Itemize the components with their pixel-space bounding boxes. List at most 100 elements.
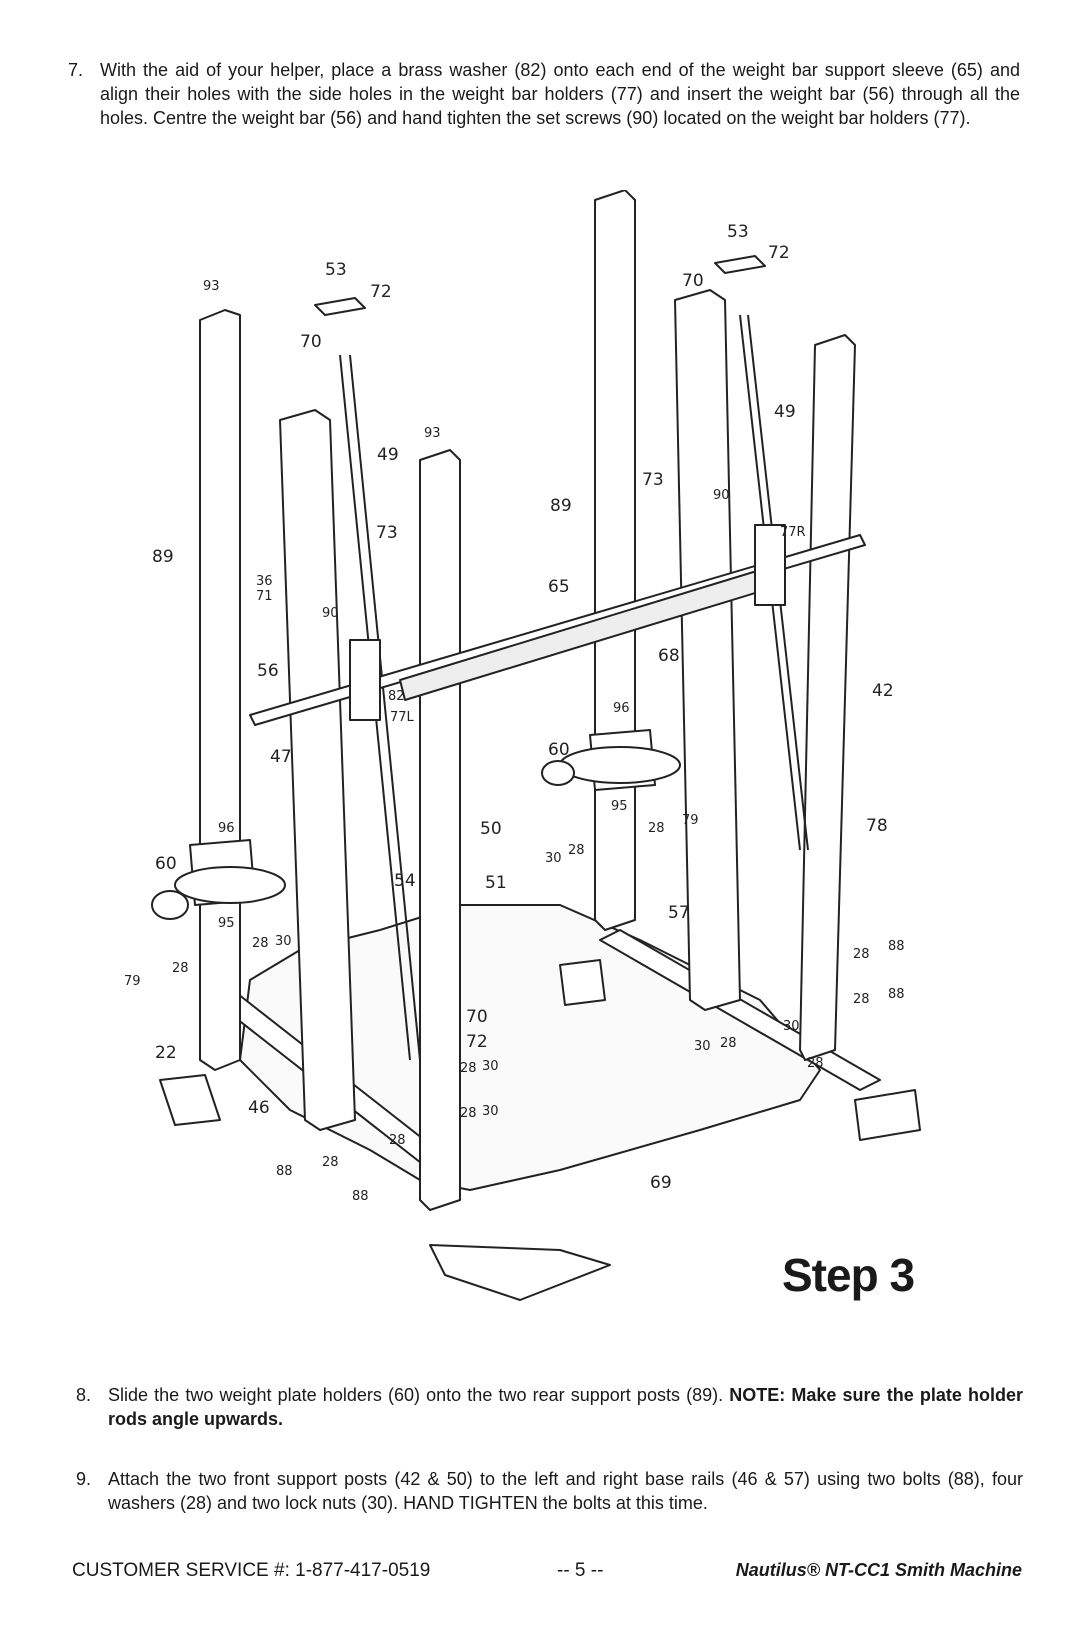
customer-service-number: CUSTOMER SERVICE #: 1-877-417-0519	[72, 1560, 431, 1581]
callout-69: 69	[650, 1173, 672, 1193]
callout-28: 28	[648, 821, 665, 836]
step-8-text: Slide the two weight plate holders (60) …	[108, 1385, 724, 1405]
callout-53: 53	[325, 260, 347, 280]
page-footer: CUSTOMER SERVICE #: 1-877-417-0519 -- 5 …	[72, 1560, 1022, 1590]
callout-47: 47	[270, 747, 292, 767]
callout-77L: 77L	[390, 710, 415, 725]
callout-88: 88	[352, 1189, 369, 1204]
callout-70: 70	[682, 271, 704, 291]
callout-93: 93	[424, 426, 441, 441]
callout-28: 28	[720, 1036, 737, 1051]
callout-89: 89	[550, 496, 572, 516]
callout-30: 30	[783, 1019, 800, 1034]
callout-96: 96	[613, 701, 630, 716]
step-7-number: 7.	[68, 60, 84, 80]
left-weight-bar-holder	[349, 639, 381, 721]
callout-93: 93	[203, 279, 220, 294]
right-top-cap	[714, 255, 766, 274]
step-8-number: 8.	[76, 1385, 92, 1405]
callout-70: 70	[466, 1007, 488, 1027]
callout-51: 51	[485, 873, 507, 893]
center-front-post	[419, 449, 461, 1211]
callout-28: 28	[389, 1133, 406, 1148]
callout-57: 57	[668, 903, 690, 923]
callout-71: 71	[256, 589, 273, 604]
callout-36: 36	[256, 574, 273, 589]
callout-42: 42	[872, 681, 894, 701]
callout-60: 60	[548, 740, 570, 760]
callout-78: 78	[866, 816, 888, 836]
left-rear-post	[199, 309, 241, 1071]
callout-49: 49	[774, 402, 796, 422]
step-title: Step 3	[782, 1249, 915, 1301]
callout-72: 72	[370, 282, 392, 302]
left-plate-holder-rod	[174, 866, 286, 904]
callout-30: 30	[545, 851, 562, 866]
weight-bar	[249, 534, 866, 726]
left-top-cap	[314, 297, 366, 316]
callout-95: 95	[611, 799, 628, 814]
right-inner-post	[674, 289, 741, 1011]
callout-28: 28	[252, 936, 269, 951]
rear-left-foot	[159, 1074, 221, 1126]
front-left-foot	[429, 1244, 611, 1301]
callout-95: 95	[218, 916, 235, 931]
left-front-post	[279, 409, 356, 1131]
callout-28: 28	[322, 1155, 339, 1170]
right-weight-bar-holder	[754, 524, 786, 606]
step-9-number: 9.	[76, 1469, 92, 1489]
callout-82: 82	[388, 689, 405, 704]
callout-30: 30	[482, 1059, 499, 1074]
callout-96: 96	[218, 821, 235, 836]
callout-73: 73	[642, 470, 664, 490]
callout-88: 88	[276, 1164, 293, 1179]
step-7-text: With the aid of your helper, place a bra…	[100, 60, 1020, 128]
callout-54: 54	[394, 871, 416, 891]
callout-50: 50	[480, 819, 502, 839]
rear-right-foot	[559, 959, 606, 1006]
callout-28: 28	[460, 1061, 477, 1076]
callout-73: 73	[376, 523, 398, 543]
right-rear-post	[594, 190, 636, 931]
callout-28: 28	[807, 1056, 824, 1071]
front-right-foot	[854, 1089, 921, 1141]
callout-65: 65	[548, 577, 570, 597]
callout-79: 79	[682, 813, 699, 828]
callout-30: 30	[482, 1104, 499, 1119]
callout-90: 90	[713, 488, 730, 503]
callout-28: 28	[853, 947, 870, 962]
callout-60: 60	[155, 854, 177, 874]
callout-28: 28	[853, 992, 870, 1007]
assembly-diagram: 53 72 70 93 49 73 89 36 71 90 56 82 77L …	[124, 190, 921, 1301]
callout-22: 22	[155, 1043, 177, 1063]
callout-72: 72	[466, 1032, 488, 1052]
step-9-instruction: 9. Attach the two front support posts (4…	[76, 1467, 1023, 1515]
callout-53: 53	[727, 222, 749, 242]
step-8-note: NOTE: Make sure the plate holder rods an…	[108, 1385, 1023, 1429]
callout-90: 90	[322, 606, 339, 621]
callout-68: 68	[658, 646, 680, 666]
left-guide-rod-2	[349, 354, 421, 1061]
callout-88: 88	[888, 939, 905, 954]
callout-77R: 77R	[780, 525, 806, 540]
product-name: Nautilus® NT-CC1 Smith Machine	[735, 1560, 1022, 1580]
callout-70: 70	[300, 332, 322, 352]
right-plate-holder-rod	[559, 746, 681, 784]
callout-30: 30	[694, 1039, 711, 1054]
callout-89: 89	[152, 547, 174, 567]
step-9-text: Attach the two front support posts (42 &…	[108, 1469, 1023, 1513]
callout-56: 56	[257, 661, 279, 681]
page-number: -- 5 --	[557, 1560, 604, 1581]
callout-49: 49	[377, 445, 399, 465]
callout-72: 72	[768, 243, 790, 263]
callout-28: 28	[460, 1106, 477, 1121]
callout-28: 28	[568, 843, 585, 858]
callout-30: 30	[275, 934, 292, 949]
right-front-post	[799, 334, 856, 1061]
step-8-instruction: 8. Slide the two weight plate holders (6…	[76, 1383, 1023, 1431]
callout-88: 88	[888, 987, 905, 1002]
callout-79: 79	[124, 974, 141, 989]
callout-46: 46	[248, 1098, 270, 1118]
step-7-instruction: 7. With the aid of your helper, place a …	[68, 58, 1020, 130]
callout-28: 28	[172, 961, 189, 976]
